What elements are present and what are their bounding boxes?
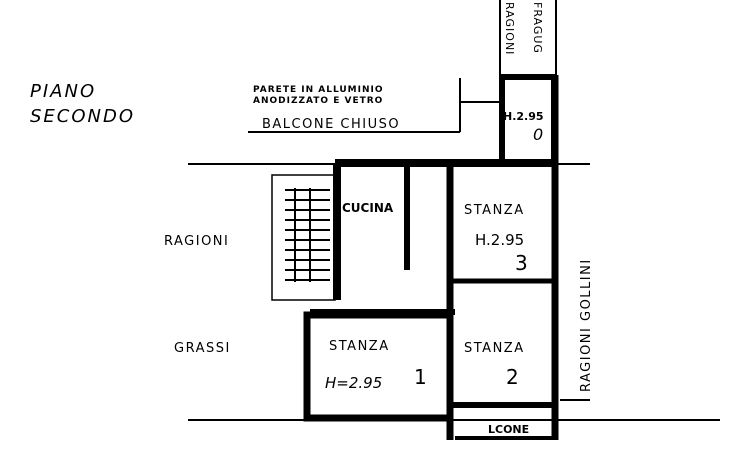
room3-number: 3 [515, 251, 528, 275]
neighbor-top-fragug: FRAGUG [531, 2, 544, 54]
room1-height: H=2.95 [325, 374, 382, 392]
balcony-top-height: H.2.95 [503, 110, 544, 123]
room3-label: STANZA [464, 203, 525, 218]
neighbor-grassi: GRASSI [174, 341, 231, 356]
notes-box: PARETE IN ALLUMINIO ANODIZZATO E VETRO B… [248, 78, 500, 133]
neighbor-ragioni-gollini: RAGIONI GOLLINI [579, 258, 594, 392]
balcony-top-number: 0 [533, 125, 543, 144]
title-line1: PIANO [30, 81, 96, 102]
note-wall-line1: PARETE IN ALLUMINIO [253, 85, 384, 95]
title: PIANO SECONDO [30, 81, 135, 127]
title-line2: SECONDO [30, 106, 135, 127]
room2-number: 2 [506, 365, 519, 389]
neighbor-top-ragioni: RAGIONI [503, 2, 516, 55]
site-lines [188, 0, 720, 421]
neighbor-labels: RAGIONI GRASSI RAGIONI GOLLINI RAGIONI F… [164, 2, 594, 392]
room3-height: H.2.95 [475, 231, 524, 249]
neighbor-ragioni: RAGIONI [164, 234, 229, 249]
balcony-label: LCONE [488, 423, 529, 436]
note-wall-line2: ANODIZZATO E VETRO [253, 96, 383, 106]
room-labels: H.2.95 0 CUCINA STANZA H.2.95 3 STANZA H… [325, 110, 544, 436]
kitchen-label: CUCINA [342, 201, 394, 215]
stairs [285, 188, 330, 282]
walls [271, 74, 559, 440]
room2-label: STANZA [464, 341, 525, 356]
room1-number: 1 [414, 365, 427, 389]
note-closed-balcony: BALCONE CHIUSO [262, 117, 400, 132]
room1-label: STANZA [329, 339, 390, 354]
